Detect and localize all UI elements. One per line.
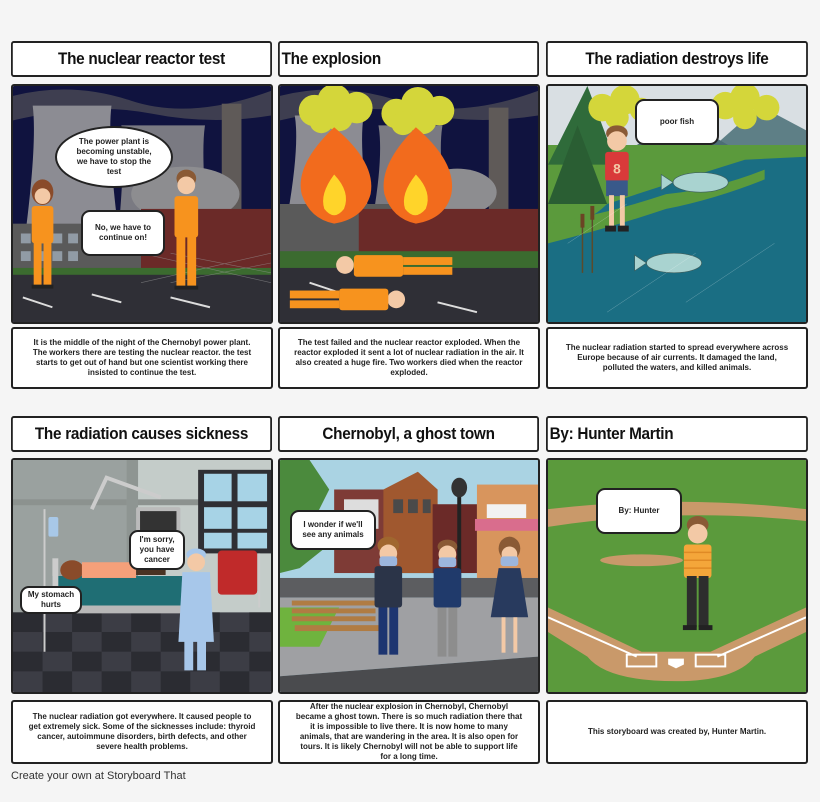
cell-4-title: The radiation causes sickness	[11, 416, 272, 452]
scene-baseball-field: By: Hunter	[546, 458, 808, 694]
hospital-room-illustration	[13, 460, 271, 692]
scene-reactor-test: The power plant is becoming unstable, we…	[11, 84, 273, 324]
speech-bubble-continue: No, we have to continue on!	[81, 210, 165, 256]
person-3-figure	[490, 536, 529, 653]
bench-icon	[291, 600, 382, 632]
speech-bubble-stomach: My stomach hurts	[20, 586, 82, 614]
cell-3-caption: The nuclear radiation started to spread …	[546, 327, 808, 389]
hunter-figure	[682, 516, 713, 631]
scene-ghost-town: I wonder if we'll see any animals	[278, 458, 540, 694]
explosion-illustration	[280, 86, 538, 322]
worker-man-figure	[174, 169, 199, 290]
cell-1-title: The nuclear reactor test	[11, 41, 272, 77]
fallen-worker-2	[289, 288, 406, 311]
dead-fish-icon	[634, 172, 729, 274]
scene-explosion	[278, 84, 540, 324]
river-landscape-illustration: 8	[548, 86, 806, 322]
cell-2-caption: The test failed and the nuclear reactor …	[278, 327, 540, 389]
svg-text:8: 8	[613, 162, 621, 177]
street-illustration	[280, 460, 538, 692]
speech-bubble-cancer: I'm sorry, you have cancer	[129, 530, 185, 570]
cell-4-caption: The nuclear radiation got everywhere. It…	[11, 700, 273, 764]
fallen-worker-1	[336, 255, 453, 277]
cell-3-title: The radiation destroys life	[546, 41, 808, 77]
sad-boy-figure: 8	[605, 125, 629, 232]
power-plant-night-illustration	[13, 86, 271, 322]
person-2-figure	[433, 539, 462, 657]
fire-icon	[300, 127, 453, 224]
speech-bubble-poor-fish: poor fish	[635, 99, 719, 145]
cell-5-caption: After the nuclear explosion in Chernobyl…	[278, 700, 540, 764]
cell-2-title: The explosion	[278, 41, 539, 77]
cell-6-title: By: Hunter Martin	[546, 416, 808, 452]
speech-bubble-animals: I wonder if we'll see any animals	[290, 510, 376, 550]
speech-bubble-by-hunter: By: Hunter	[596, 488, 682, 534]
cell-5-title: Chernobyl, a ghost town	[278, 416, 539, 452]
person-1-figure	[374, 536, 403, 655]
footer-storyboard-that-link[interactable]: Create your own at Storyboard That	[11, 770, 186, 782]
doctor-figure	[178, 548, 214, 671]
scene-river: 8 poor fish	[546, 84, 808, 324]
worker-woman-figure	[31, 179, 54, 289]
cell-6-caption: This storyboard was created by, Hunter M…	[546, 700, 808, 764]
scene-hospital: I'm sorry, you have cancer My stomach hu…	[11, 458, 273, 694]
cell-1-caption: It is the middle of the night of the Che…	[11, 327, 273, 389]
speech-bubble-stop-test: The power plant is becoming unstable, we…	[55, 126, 173, 188]
radiation-cloud-icon	[298, 86, 455, 136]
